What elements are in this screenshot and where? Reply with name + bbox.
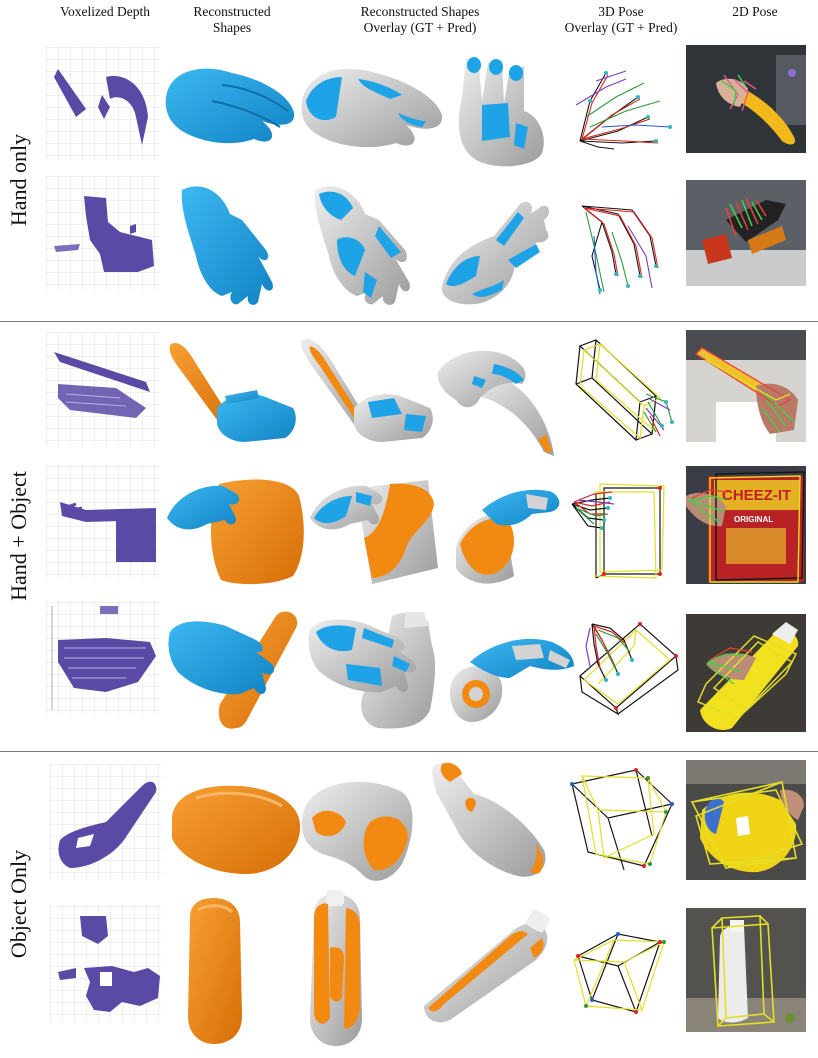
voxel-depth-image bbox=[50, 906, 162, 1022]
shape-overlay-gt-pred bbox=[298, 55, 446, 155]
voxel-depth-image bbox=[46, 466, 160, 578]
voxel-depth-image bbox=[46, 602, 160, 714]
reconstructed-hand-shape bbox=[162, 55, 300, 155]
pose-3d-hand-object-box bbox=[566, 336, 680, 448]
shape-overlay-alt-view bbox=[426, 760, 556, 882]
reconstructed-hand-object-shape bbox=[165, 338, 301, 446]
reconstructed-object-shape bbox=[166, 778, 304, 878]
shape-overlay-alt-view bbox=[434, 340, 564, 458]
pose-2d-photo bbox=[686, 330, 806, 442]
shape-overlay-gt-pred bbox=[298, 336, 436, 446]
pose-2d-photo bbox=[686, 45, 806, 153]
voxel-depth-image bbox=[46, 332, 160, 446]
shape-overlay-alt-view bbox=[440, 626, 578, 728]
pose-3d-object-box bbox=[568, 764, 680, 874]
shape-overlay-gt-pred bbox=[304, 888, 368, 1050]
reconstructed-hand-object-shape bbox=[166, 608, 306, 732]
column-header-voxelized-depth: Voxelized Depth bbox=[59, 4, 151, 19]
pose-2d-photo bbox=[686, 180, 806, 286]
section-label-object-only: Object Only bbox=[6, 849, 31, 958]
pose-3d-hand-object-box bbox=[566, 480, 680, 584]
voxel-depth-image bbox=[46, 47, 160, 160]
pose-3d-object-box bbox=[568, 922, 676, 1018]
shape-overlay-gt-pred bbox=[306, 606, 444, 738]
pose-3d-hand-object-box bbox=[572, 610, 680, 720]
column-header-2d-pose: 2D Pose bbox=[732, 4, 778, 19]
cheezit-box-brand: CHEEZ-IT bbox=[722, 487, 791, 504]
shape-overlay-alt-view bbox=[448, 45, 552, 173]
section-divider bbox=[0, 751, 818, 752]
shape-overlay-alt-view bbox=[448, 484, 564, 590]
reconstructed-hand-shape bbox=[172, 180, 290, 308]
shape-overlay-alt-view bbox=[432, 196, 556, 308]
shape-overlay-gt-pred bbox=[306, 478, 444, 586]
pose-3d-hand-skeleton bbox=[572, 196, 676, 300]
pose-2d-photo bbox=[686, 614, 806, 732]
shape-overlay-gt-pred bbox=[298, 774, 418, 888]
shape-overlay-gt-pred bbox=[305, 180, 427, 308]
column-header-overlay: Reconstructed Shapes Overlay (GT + Pred) bbox=[360, 4, 480, 35]
cheezit-box-variety: ORIGINAL bbox=[734, 515, 773, 524]
pose-2d-photo-cheezit: CHEEZ-IT ORIGINAL bbox=[686, 466, 806, 584]
column-header-3d-pose: 3D Pose Overlay (GT + Pred) bbox=[564, 4, 678, 35]
reconstructed-hand-object-shape bbox=[163, 476, 309, 586]
voxel-depth-image bbox=[46, 176, 160, 290]
section-label-hand-object: Hand + Object bbox=[6, 471, 32, 601]
column-header-reconstructed-shapes: Reconstructed Shapes bbox=[193, 4, 271, 35]
voxel-depth-image bbox=[50, 764, 162, 880]
reconstructed-object-shape bbox=[184, 896, 246, 1046]
pose-2d-photo bbox=[686, 760, 806, 880]
section-divider bbox=[0, 321, 818, 322]
pose-2d-photo bbox=[686, 908, 806, 1032]
shape-overlay-alt-view bbox=[410, 908, 558, 1026]
pose-3d-hand-skeleton bbox=[566, 57, 680, 153]
section-label-hand-only: Hand only bbox=[6, 133, 32, 227]
